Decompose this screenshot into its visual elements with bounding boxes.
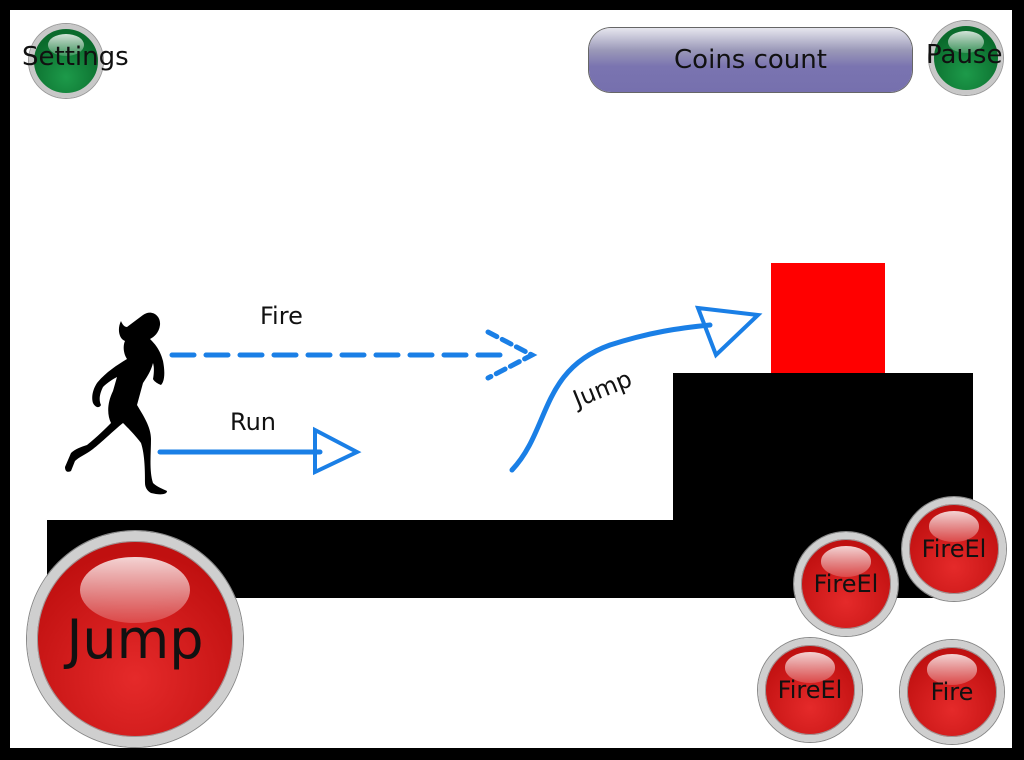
settings-label: Settings <box>22 42 129 72</box>
game-stage: Fire Run Jump Settings Coins count Pause… <box>10 10 1012 748</box>
red-obstacle-block <box>771 263 885 373</box>
fire-el-button-1[interactable]: FireEl <box>794 532 898 636</box>
button-gloss <box>928 511 980 542</box>
run-arrowhead-icon <box>313 426 362 476</box>
fire-button[interactable]: Fire <box>900 640 1004 744</box>
fire-el-button-2[interactable]: FireEl <box>902 497 1006 601</box>
button-gloss <box>820 546 872 577</box>
runner-silhouette <box>65 312 167 495</box>
run-arrow-label: Run <box>230 408 277 436</box>
fire-arrow-label: Fire <box>260 302 303 330</box>
jump-button-label: Jump <box>66 607 204 671</box>
fire-arrowhead-icon <box>485 329 538 381</box>
settings-button[interactable] <box>29 24 103 98</box>
button-gloss <box>948 31 984 53</box>
instruction-arrows <box>157 305 763 476</box>
pause-label: Pause <box>926 40 1003 70</box>
fire-el-label: FireEl <box>777 676 843 704</box>
pause-button[interactable] <box>929 21 1003 95</box>
button-gloss <box>48 34 84 56</box>
button-gloss <box>784 652 836 683</box>
jump-arrowhead-icon <box>694 305 763 359</box>
fire-el-label: FireEl <box>921 535 987 563</box>
button-gloss <box>926 654 978 685</box>
jump-button[interactable]: Jump <box>27 531 243 747</box>
fire-button-label: Fire <box>930 678 974 706</box>
jump-arrow <box>509 322 713 473</box>
fire-el-button-3[interactable]: FireEl <box>758 638 862 742</box>
fire-el-label: FireEl <box>813 570 879 598</box>
coins-count-display: Coins count <box>589 28 912 92</box>
button-gloss <box>80 556 190 624</box>
coins-count-label: Coins count <box>674 45 827 75</box>
